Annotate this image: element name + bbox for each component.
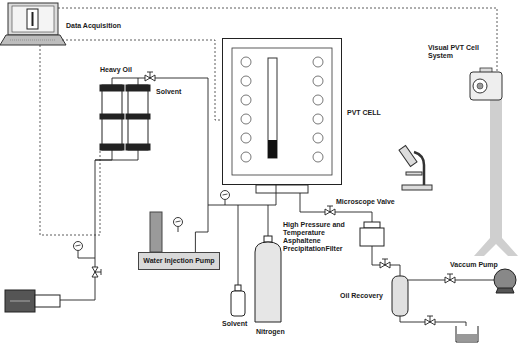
beaker: [456, 326, 478, 342]
pump-piston: [150, 212, 162, 252]
pump-box: Water Injection Pump: [138, 252, 220, 270]
component-label: Microscope Valve: [336, 198, 395, 206]
cylinder: [100, 85, 150, 150]
node-text: PVT CELL: [347, 109, 381, 117]
camera: [470, 68, 518, 256]
node-text: Water Injection Pump: [143, 257, 215, 265]
component-label: Solvent: [156, 88, 181, 96]
pvt-cell-box: PVT CELL: [222, 38, 342, 185]
component-label: Oil Recovery: [340, 292, 383, 300]
pipe-connector: [195, 185, 276, 252]
pump: [5, 290, 60, 312]
nitrogen-cylinder: [255, 236, 281, 322]
pipe: [60, 78, 494, 328]
filter: [360, 222, 384, 246]
bolt: [241, 57, 323, 162]
component-label: Vaccum Pump: [450, 261, 498, 269]
component-label: Data Acquisition: [66, 22, 121, 30]
solvent-bottle: [231, 285, 245, 316]
component-label: Heavy Oil: [100, 66, 132, 74]
component-label: Nitrogen: [256, 328, 285, 336]
vessel: [392, 276, 408, 316]
pvt-cell-window: [232, 48, 332, 193]
data-line: [40, 8, 497, 235]
microscope: [399, 146, 432, 190]
component-label: High Pressure and Temperature Asphaltene…: [283, 221, 357, 253]
beaker-oil: [457, 334, 477, 342]
component-label: Solvent: [222, 320, 247, 328]
laptop: [0, 3, 66, 45]
component-label: Visual PVT Cell System: [428, 44, 488, 60]
vacuum-pump: [494, 269, 516, 293]
